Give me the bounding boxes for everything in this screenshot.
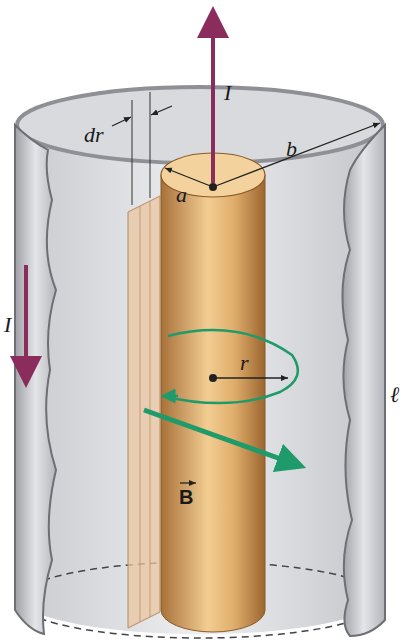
outer-radius-label: b bbox=[286, 138, 297, 160]
current-label: I bbox=[224, 82, 231, 104]
shell-thickness-label: dr bbox=[84, 124, 104, 146]
current-label: I bbox=[4, 314, 11, 336]
field-vector-label: B bbox=[179, 487, 193, 507]
inner-radius-label: a bbox=[176, 184, 187, 206]
loop-radius-label: r bbox=[240, 352, 249, 374]
length-label: ℓ bbox=[390, 384, 399, 406]
